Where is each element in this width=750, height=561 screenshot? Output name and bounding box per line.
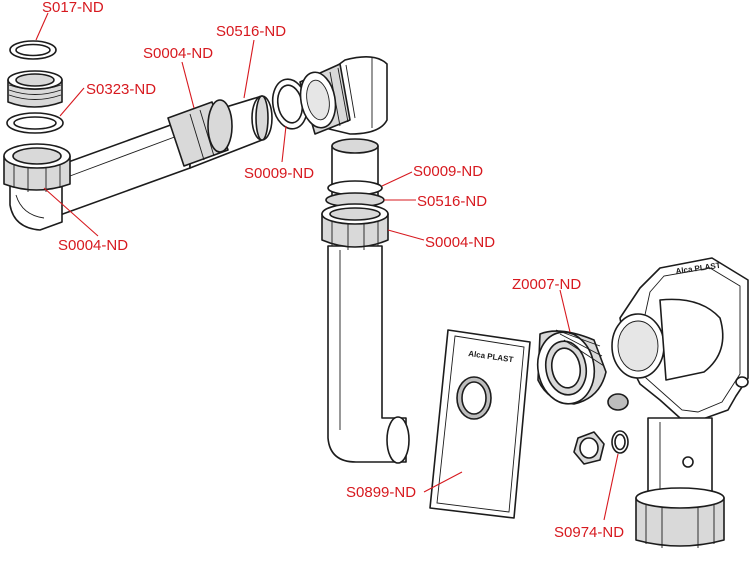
nut-left-lower: [3, 143, 71, 192]
leader-s0009-left: [281, 125, 287, 163]
label-s0516-upper: S0516-ND: [216, 23, 286, 40]
label-s0009-left: S0009-ND: [244, 165, 314, 182]
label-s0004-lower: S0004-ND: [58, 237, 128, 254]
ring-s017: [9, 40, 57, 60]
leader-s0004-right: [387, 229, 425, 241]
leader-s0323: [59, 87, 85, 117]
nut-upper: [167, 99, 233, 167]
band-s0516-upper: [255, 95, 269, 141]
leader-s0516-upper: [243, 39, 255, 99]
leader-s0004-lower: [43, 187, 99, 237]
siphon-body: Alca PLAST: [607, 257, 749, 548]
label-s0009-right: S0009-ND: [413, 163, 483, 180]
rubber-adapter: [536, 329, 607, 405]
label-s0004-right: S0004-ND: [425, 234, 495, 251]
threaded-nut-top: [7, 70, 63, 108]
label-s0974: S0974-ND: [554, 524, 624, 541]
upper-elbow: [299, 56, 388, 135]
leader-s0974: [603, 453, 619, 521]
leader-s0004-upper: [181, 61, 195, 109]
horizontal-pipe: [59, 95, 273, 216]
label-s017-top: S017-ND: [42, 0, 104, 16]
leader-s0899: [423, 471, 463, 493]
label-s0323: S0323-ND: [86, 81, 156, 98]
nut-right: [321, 203, 389, 250]
label-s0516-right: S0516-ND: [417, 193, 487, 210]
label-s0899: S0899-ND: [346, 484, 416, 501]
wall-plate: Alca PLAST: [429, 329, 531, 519]
ring-s0974: [611, 430, 629, 454]
ring-s0009-left: [271, 78, 309, 130]
leader-s0009-right: [381, 171, 413, 187]
washer-s0323: [6, 112, 64, 134]
leader-z0007: [559, 289, 571, 333]
label-z0007: Z0007-ND: [512, 276, 581, 293]
overflow-cap: [573, 431, 605, 465]
vertical-pipe: [325, 138, 410, 464]
leader-s017: [35, 12, 49, 41]
label-s0004-upper: S0004-ND: [143, 45, 213, 62]
